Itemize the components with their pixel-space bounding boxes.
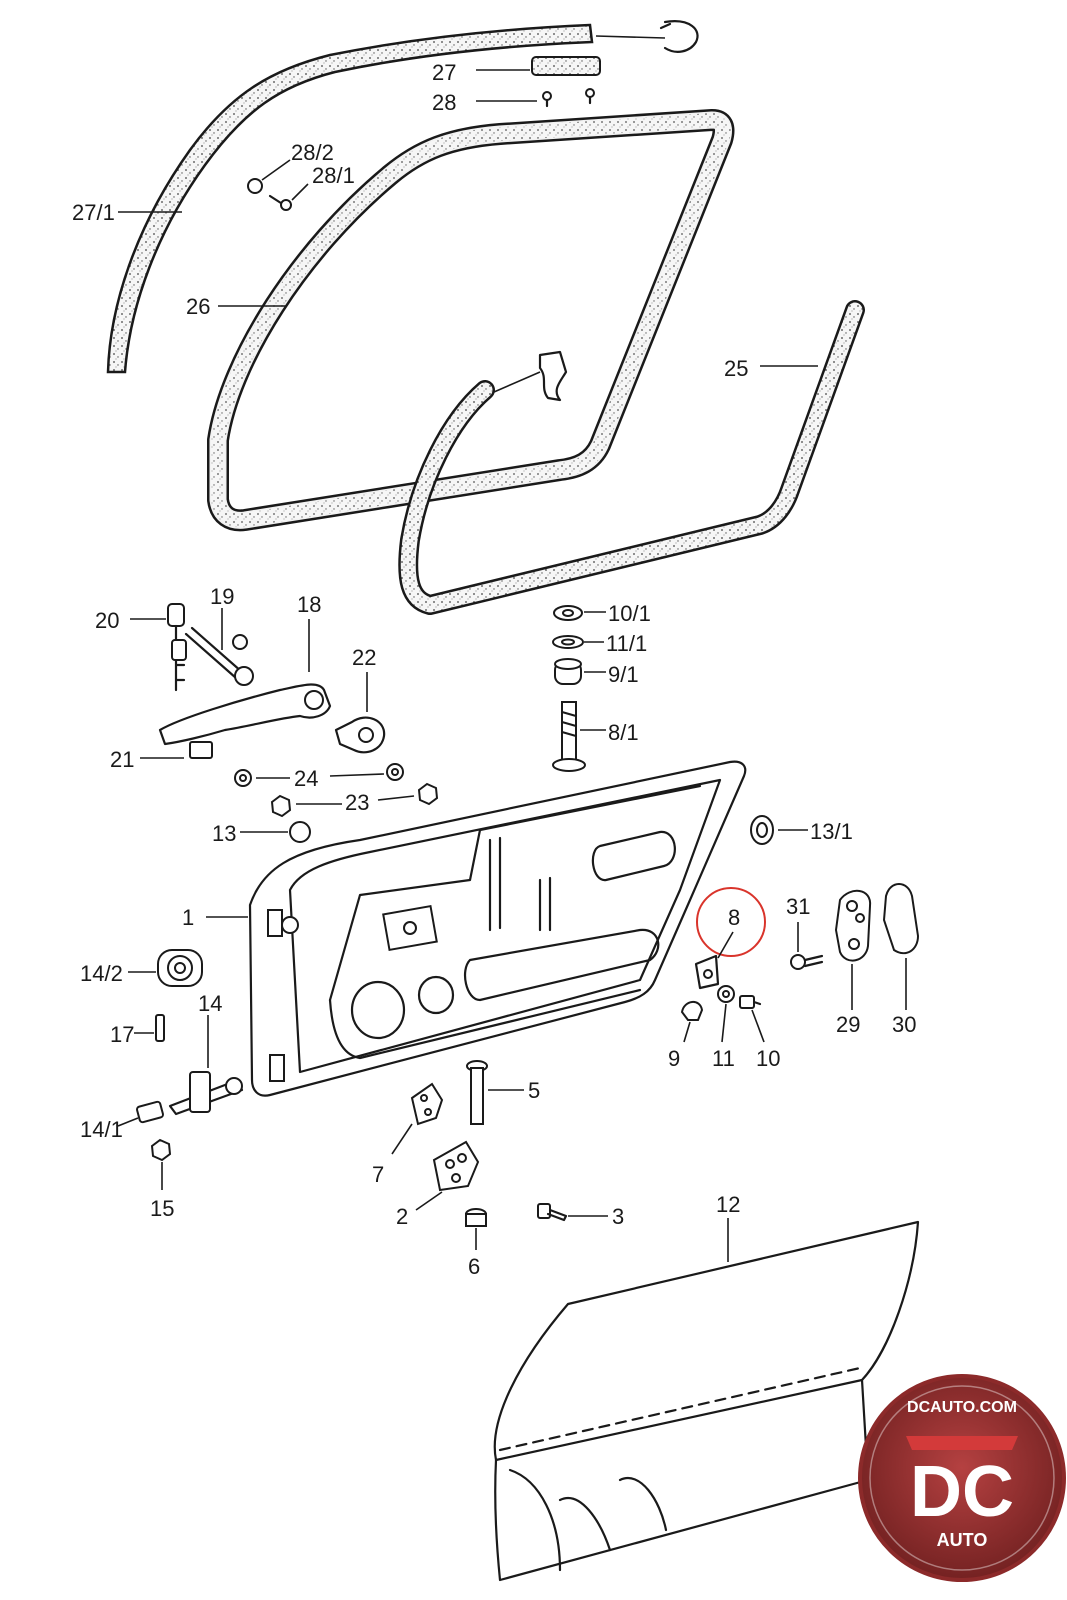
- screw-28-1-icon: [268, 194, 292, 211]
- callout-1: 1: [182, 905, 194, 930]
- callout-17: 17: [110, 1022, 134, 1047]
- clip-j-icon: [659, 20, 699, 53]
- callout-31: 31: [786, 894, 810, 919]
- plate-7-icon: [410, 1082, 444, 1126]
- check-strap-14-icon: [168, 1071, 244, 1116]
- callout-18: 18: [297, 592, 321, 617]
- trim-piece-27: [531, 56, 601, 76]
- callout-30: 30: [892, 1012, 916, 1037]
- lock-cylinder-19-icon: [184, 626, 254, 686]
- nut-15-icon: [150, 1138, 172, 1162]
- roof-seal-27-1: [106, 23, 594, 374]
- washer-11-1-icon: [552, 635, 584, 649]
- callout-7: 7: [372, 1162, 384, 1187]
- clip-28-2-icon: [247, 178, 263, 194]
- plate-14-1-icon: [136, 1100, 164, 1124]
- bolt-5-icon: [466, 1060, 488, 1125]
- pad-21-icon: [189, 741, 213, 759]
- pin-17-icon: [155, 1014, 165, 1042]
- callout-5: 5: [528, 1078, 540, 1103]
- window-seal-26: [207, 109, 735, 532]
- screw-28-icon: [542, 88, 595, 108]
- bracket-8-icon: [694, 954, 720, 990]
- callout-14: 14: [198, 991, 222, 1016]
- callout-14-1: 14/1: [80, 1117, 123, 1142]
- washer-24-icon: [234, 763, 404, 787]
- dcauto-logo: DCAUTO.COM DC AUTO: [858, 1374, 1066, 1582]
- logo-url: DCAUTO.COM: [907, 1399, 1017, 1416]
- callout-12: 12: [716, 1192, 740, 1217]
- striker-bolt-8-1-icon: [552, 701, 586, 772]
- callout-23: 23: [345, 790, 369, 815]
- plate-29-icon: [834, 890, 872, 962]
- callout-9-1: 9/1: [608, 662, 639, 687]
- callout-8: 8: [728, 905, 740, 930]
- hinge-plate-2-icon: [432, 1140, 480, 1192]
- door-handle-18-icon: [158, 683, 332, 746]
- callout-10-1: 10/1: [608, 601, 651, 626]
- callout-10: 10: [756, 1046, 780, 1071]
- callout-26: 26: [186, 294, 210, 319]
- callout-11-1: 11/1: [606, 631, 647, 656]
- seal-clip-icon: [538, 350, 568, 402]
- door-shell-1: [248, 760, 747, 1097]
- callout-8-1: 8/1: [608, 720, 639, 745]
- callout-6: 6: [468, 1254, 480, 1279]
- callout-9: 9: [668, 1046, 680, 1071]
- grommet-13-1-icon: [750, 815, 774, 845]
- logo-mark: DC: [910, 1452, 1014, 1532]
- bolt-3-icon: [537, 1203, 568, 1222]
- callout-15: 15: [150, 1196, 174, 1221]
- nut-10-1-icon: [553, 605, 583, 621]
- plug-9-icon: [680, 1001, 704, 1021]
- callout-13: 13: [212, 821, 236, 846]
- callout-28-1: 28/1: [312, 163, 355, 188]
- callout-20: 20: [95, 608, 119, 633]
- callout-28-2: 28/2: [291, 140, 334, 165]
- callout-3: 3: [612, 1204, 624, 1229]
- escutcheon-22-icon: [334, 716, 386, 754]
- callout-14-2: 14/2: [80, 961, 123, 986]
- logo-sub: AUTO: [937, 1530, 988, 1550]
- bumper-14-2-icon: [157, 949, 203, 987]
- callout-11: 11: [712, 1046, 735, 1071]
- callout-29: 29: [836, 1012, 860, 1037]
- callout-24: 24: [294, 766, 318, 791]
- callout-27-1: 27/1: [72, 200, 115, 225]
- callout-25: 25: [724, 356, 748, 381]
- screw-31-icon: [790, 954, 824, 970]
- callout-2: 2: [396, 1204, 408, 1229]
- washer-11-icon: [717, 985, 735, 1003]
- callout-28: 28: [432, 90, 456, 115]
- screw-10-icon: [739, 995, 762, 1009]
- key-20-icon: [167, 603, 187, 692]
- gasket-30-icon: [882, 883, 920, 955]
- callout-13-1: 13/1: [810, 819, 853, 844]
- highlight-circle-8: [696, 887, 766, 957]
- callout-27: 27: [432, 60, 456, 85]
- nut-6-icon: [465, 1208, 487, 1227]
- callout-21: 21: [110, 747, 134, 772]
- plug-13-icon: [289, 821, 311, 843]
- callout-22: 22: [352, 645, 376, 670]
- bushing-9-1-icon: [554, 658, 582, 685]
- nut-23-icon: [270, 782, 439, 818]
- door-seal-25: [398, 300, 865, 615]
- callout-19: 19: [210, 584, 234, 609]
- door-panel-12: [493, 1220, 920, 1582]
